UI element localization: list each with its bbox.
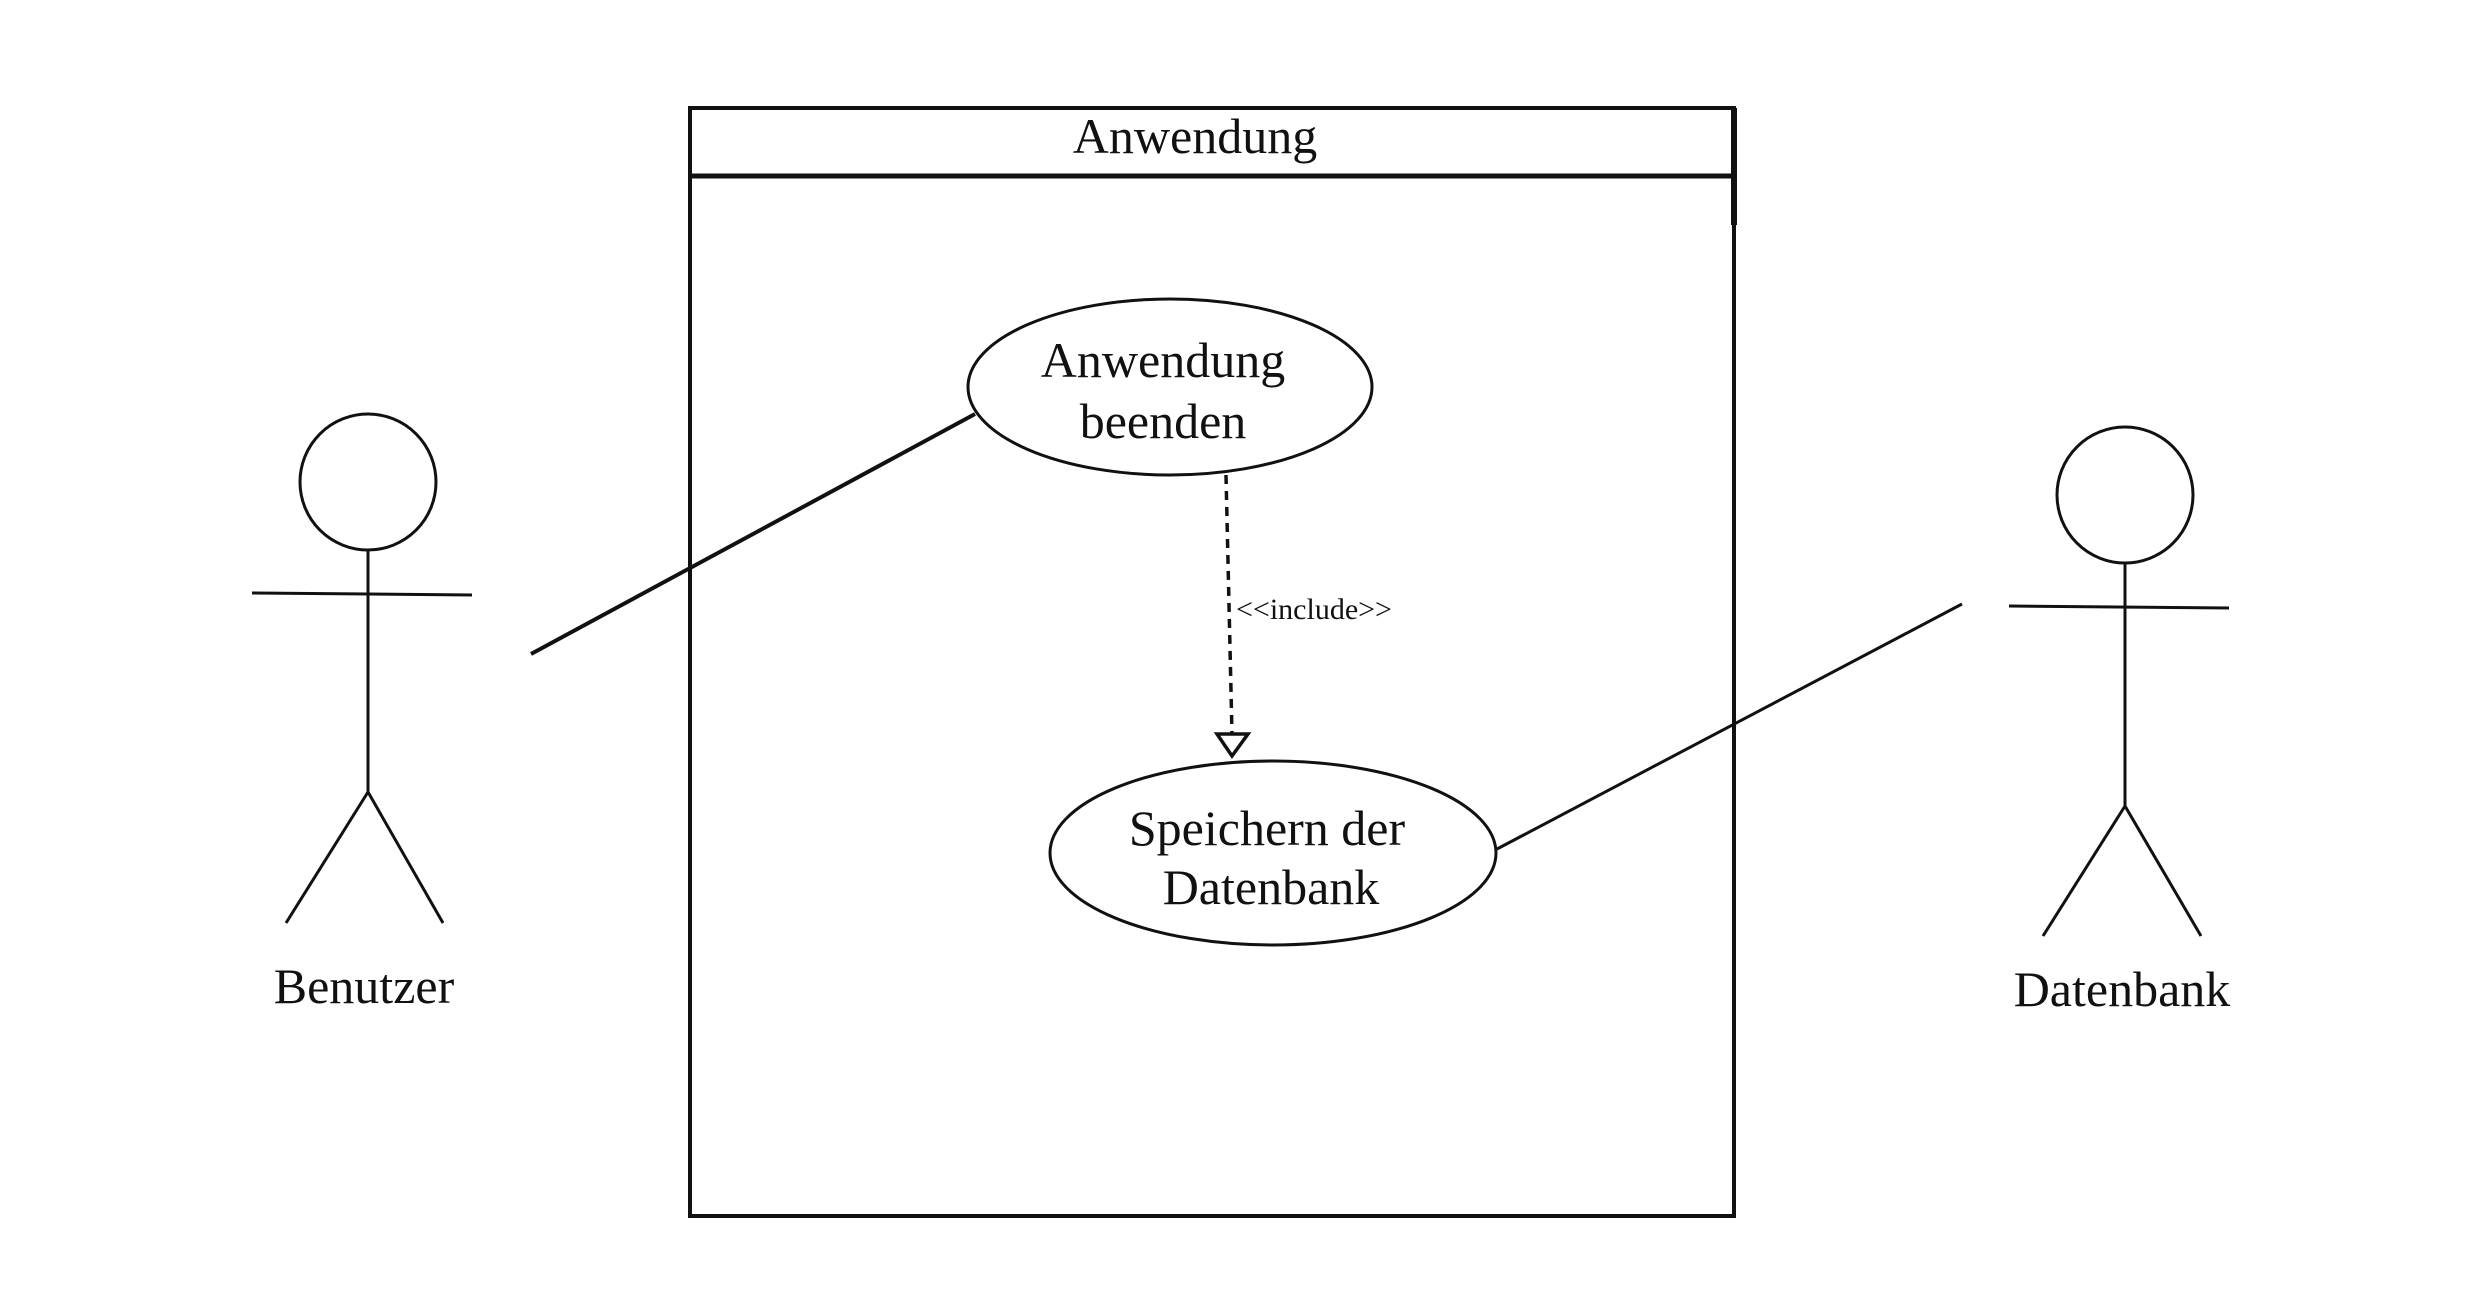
actor-user-arms	[251, 591, 473, 597]
actor-user: Benutzer	[251, 412, 473, 1014]
system-title: Anwendung	[1073, 108, 1317, 164]
include-relation: <<include>>	[1213, 474, 1392, 760]
use-case-quit-label-line1: Anwendung	[1041, 332, 1285, 388]
system-frame	[688, 106, 1736, 1218]
include-dashed-line	[1224, 474, 1234, 735]
system-boundary: Anwendung	[688, 106, 1737, 1218]
use-case-save-label-line1: Speichern der	[1129, 800, 1406, 856]
actor-database-label: Datenbank	[2014, 961, 2231, 1017]
actor-database: Datenbank	[2008, 425, 2231, 1017]
use-case-save: Speichern der Datenbank	[1048, 759, 1498, 947]
use-case-save-label-line2: Datenbank	[1163, 859, 1380, 915]
actor-database-head	[2055, 425, 2195, 565]
use-case-quit-ellipse	[966, 297, 1374, 477]
use-case-save-ellipse	[1048, 759, 1498, 947]
actor-user-head	[298, 412, 438, 552]
actor-user-label: Benutzer	[274, 958, 455, 1014]
actor-database-right-leg	[2123, 805, 2203, 937]
association-save-database	[1496, 602, 1963, 851]
association-user-quit	[530, 412, 976, 656]
use-case-quit-label-line2: beenden	[1080, 393, 1247, 449]
actor-database-arms	[2008, 604, 2230, 610]
include-label: <<include>>	[1236, 593, 1392, 626]
include-arrowhead	[1213, 732, 1252, 760]
actor-user-left-leg	[284, 791, 370, 924]
actor-database-left-leg	[2041, 805, 2127, 937]
use-case-quit: Anwendung beenden	[966, 297, 1374, 477]
actor-user-right-leg	[366, 791, 445, 924]
